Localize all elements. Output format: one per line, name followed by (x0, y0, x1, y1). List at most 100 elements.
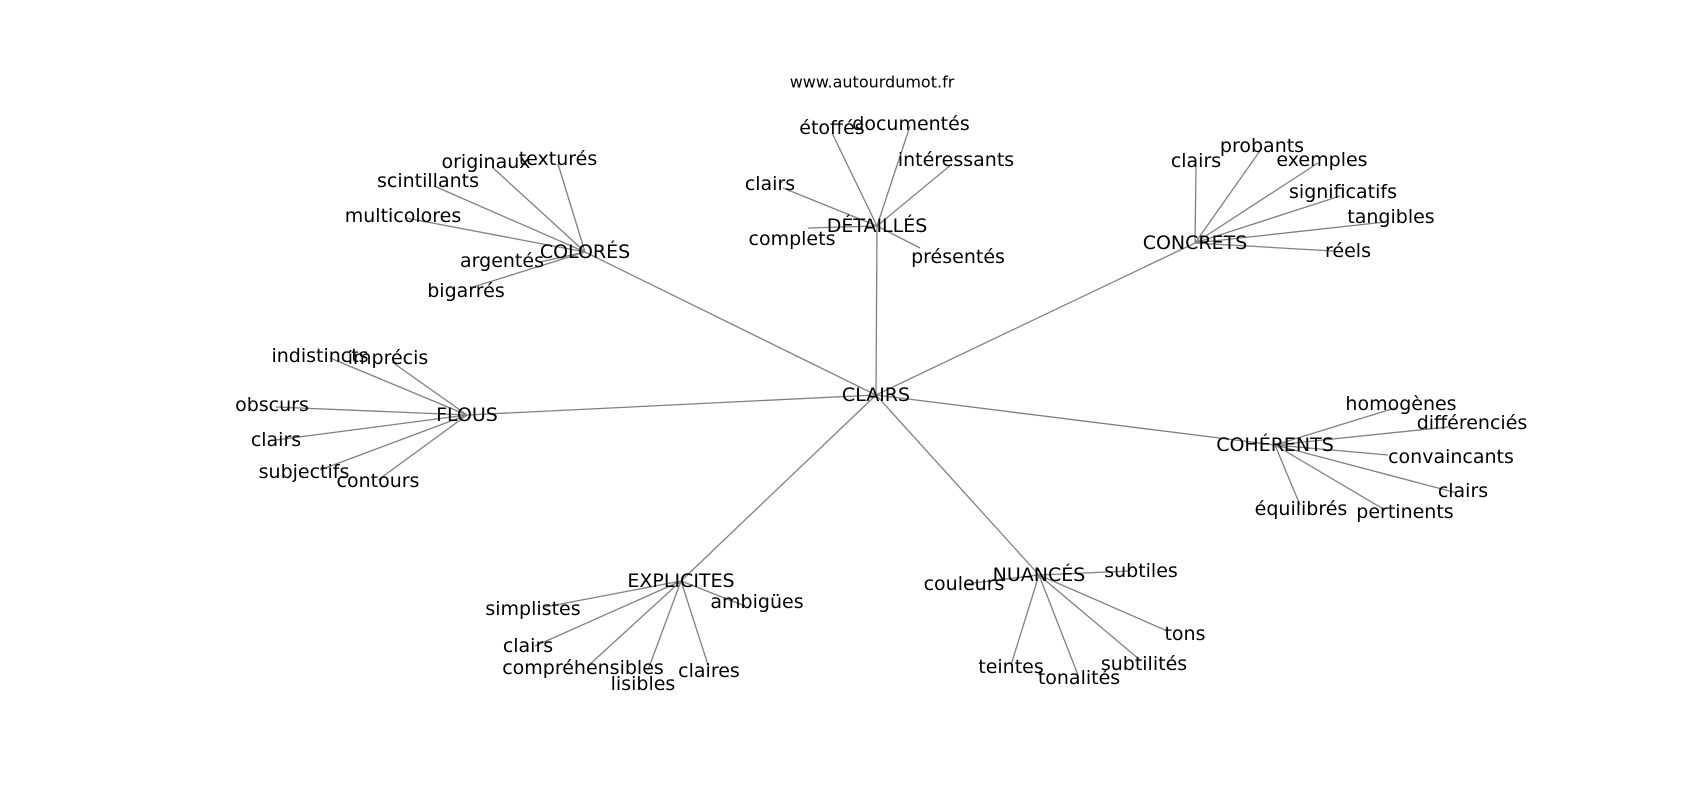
root-hub-edge (680, 394, 877, 582)
hub-leaf-edge (377, 414, 468, 481)
leaf-node: clairs (1438, 480, 1488, 502)
hub-leaf-edge (964, 574, 1040, 585)
leaf-node: teintes (978, 656, 1044, 678)
hub-leaf-edge (391, 361, 468, 416)
leaf-node: documentés (852, 113, 969, 135)
hub-leaf-edge (433, 185, 586, 253)
hub-leaf-edge (782, 187, 878, 227)
hub-leaf-edge (1194, 162, 1319, 244)
leaf-node: significatifs (1289, 181, 1397, 203)
leaf-node: intéressants (898, 149, 1014, 171)
hub-leaf-edge (1038, 574, 1166, 631)
hub-leaf-edge (1274, 444, 1389, 456)
hub-leaf-edge (1274, 426, 1449, 446)
leaf-node: claires (678, 660, 740, 682)
leaf-node: présentés (911, 246, 1005, 268)
hub-leaf-edge (319, 414, 468, 471)
hub-leaf-edge (557, 163, 586, 253)
leaf-node: tons (1164, 623, 1205, 645)
leaf-node: ambigües (710, 591, 803, 613)
hub-leaf-edge (1010, 574, 1040, 666)
root-hub-edge (466, 394, 877, 416)
leaf-node: bigarrés (427, 280, 505, 302)
leaf-node: scintillants (377, 170, 479, 192)
hub-node: FLOUS (436, 404, 498, 426)
leaf-node: clairs (745, 173, 795, 195)
hub-leaf-edge (469, 251, 586, 289)
leaf-node: simplistes (485, 598, 580, 620)
leaf-node: réels (1325, 240, 1371, 262)
hub-leaf-edge (329, 357, 468, 416)
hub-leaf-edge (539, 251, 586, 263)
hub-leaf-edge (1194, 242, 1334, 252)
leaf-node: probants (1220, 135, 1304, 157)
root-hub-edge (875, 394, 1040, 576)
root-hub-edge (875, 394, 1276, 446)
leaf-node: tonalités (1038, 667, 1120, 689)
leaf-node: obscurs (235, 394, 309, 416)
hub-leaf-edge (1038, 574, 1079, 676)
source-credit: www.autourdumot.fr (790, 73, 955, 92)
hub-leaf-edge (1194, 165, 1197, 244)
hub-leaf-edge (544, 580, 682, 608)
leaf-node: contours (337, 470, 420, 492)
hub-node: DÉTAILLÉS (827, 214, 928, 237)
hub-leaf-edge (1194, 195, 1341, 244)
root-hub-edge (875, 242, 1196, 396)
leaf-node: clairs (251, 429, 301, 451)
hub-leaf-edge (1194, 221, 1386, 244)
hub-leaf-edge (876, 225, 921, 249)
hub-leaf-edge (1274, 444, 1386, 511)
hub-node: NUANCÉS (993, 563, 1086, 586)
hub-node: CONCRETS (1143, 232, 1248, 254)
hub-node: COLORÉS (540, 240, 630, 263)
hub-leaf-edge (807, 225, 878, 229)
hub-leaf-edge (1038, 574, 1141, 661)
hub-leaf-edge (587, 580, 682, 667)
hub-leaf-edge (1194, 147, 1263, 244)
leaf-node: clairs (503, 635, 553, 657)
hub-node: EXPLICITES (627, 570, 734, 592)
leaf-node: complets (749, 228, 836, 250)
hub-leaf-edge (876, 125, 911, 227)
leaf-node: argentés (460, 250, 544, 272)
hub-leaf-edge (1274, 444, 1458, 494)
root-hub-edge (875, 225, 878, 396)
hub-node: COHÉRENTS (1216, 433, 1334, 456)
leaf-node: subtiles (1104, 560, 1178, 582)
leaf-node: lisibles (611, 673, 676, 695)
leaf-node: indistincts (271, 345, 368, 367)
root-hub-edge (584, 251, 877, 396)
leaf-node: multicolores (345, 205, 462, 227)
leaf-node: convaincants (1388, 446, 1514, 468)
hub-leaf-edge (491, 166, 586, 253)
hub-leaf-edge (275, 414, 468, 441)
leaf-node: subjectifs (259, 461, 350, 483)
edges (275, 125, 1458, 676)
hub-leaf-edge (647, 580, 682, 671)
hub-leaf-edge (534, 580, 682, 647)
leaf-node: imprécis (348, 347, 429, 369)
leaf-node: subtilités (1101, 653, 1187, 675)
leaf-node: couleurs (924, 573, 1005, 595)
hub-leaf-edge (405, 217, 586, 253)
leaf-node: tangibles (1347, 206, 1434, 228)
leaf-node: différenciés (1417, 412, 1528, 434)
leaf-node: texturés (519, 148, 598, 170)
leaf-node: exemples (1276, 149, 1367, 171)
leaf-node: pertinents (1356, 501, 1453, 523)
root-node: CLAIRS (842, 384, 910, 406)
hub-leaf-edge (1274, 407, 1396, 446)
hub-leaf-edge (680, 580, 746, 607)
hub-leaf-edge (275, 406, 468, 416)
leaf-node: étoffés (799, 117, 864, 139)
hub-leaf-edge (1038, 570, 1131, 576)
hub-leaf-edge (876, 163, 953, 227)
leaf-node: compréhensibles (502, 657, 664, 679)
hub-leaf-edge (680, 580, 710, 669)
leaf-node: originaux (441, 151, 530, 173)
leaf-node: clairs (1171, 150, 1221, 172)
leaf-node: équilibrés (1255, 498, 1348, 520)
